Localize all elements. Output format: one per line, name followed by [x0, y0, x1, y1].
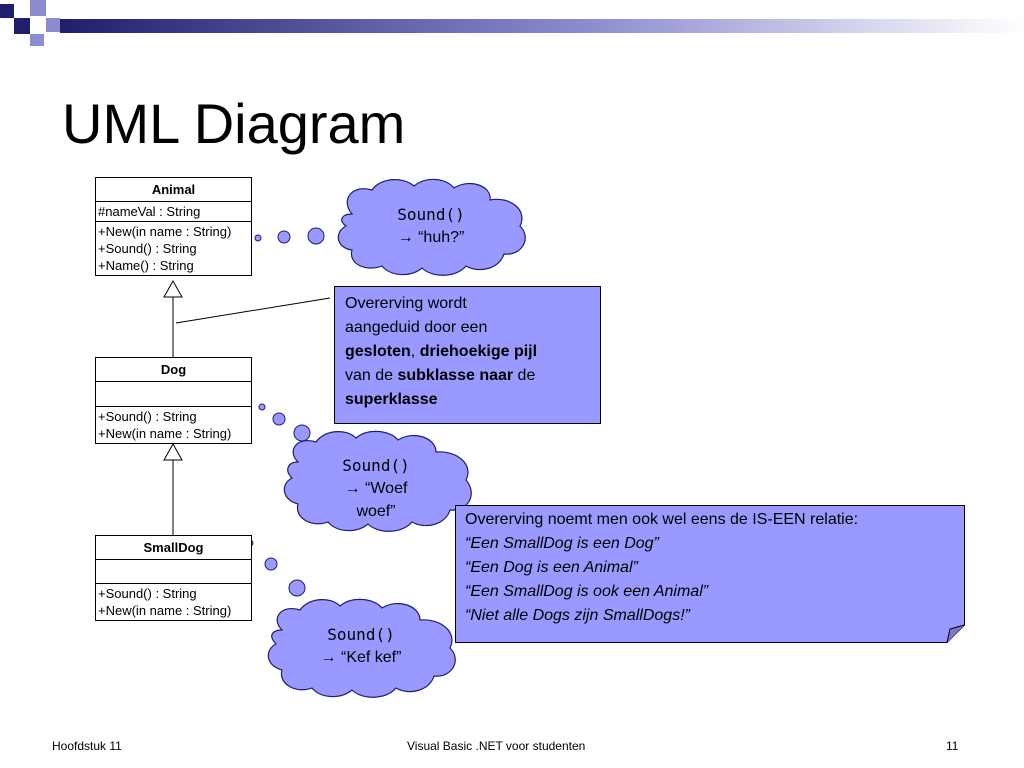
smalldog-sound-cloud: [267, 598, 456, 698]
dog-method: +New(in name : String): [98, 426, 232, 441]
isa-line-4: “Een SmallDog is ook een Animal”: [465, 583, 709, 600]
header-decoration: [0, 0, 1024, 46]
inheritance-note: Overerving wordt aangeduid door een gesl…: [334, 286, 601, 424]
animal-method: +Name() : String: [98, 258, 194, 273]
isa-line-1: Overerving noemt men ook wel eens de IS-…: [465, 511, 859, 528]
smalldog-thought-bubbles: [246, 539, 306, 597]
dog-cloud-method: Sound(): [342, 456, 410, 475]
animal-sound-cloud: [337, 178, 526, 276]
note-de: de: [513, 367, 536, 384]
dog-class-name: Dog: [96, 358, 251, 382]
is-a-note: Overerving noemt men ook wel eens de IS-…: [455, 505, 965, 643]
smalldog-method: +New(in name : String): [98, 603, 232, 618]
dog-cloud-result-line1: → “Woef: [344, 480, 408, 497]
dog-method: +Sound() : String: [98, 409, 197, 424]
note-line-2: aangeduid door een: [345, 319, 488, 336]
footer-course: Visual Basic .NET voor studenten: [407, 739, 586, 753]
smalldog-attributes: [96, 560, 251, 584]
note-bold-gesloten: gesloten: [345, 343, 411, 360]
animal-class-name: Animal: [96, 178, 251, 202]
dog-sound-cloud: [283, 430, 472, 532]
isa-line-3: “Een Dog is een Animal”: [465, 559, 638, 576]
animal-thought-bubbles: [254, 227, 325, 245]
note-line-4: van de subklasse naar de: [345, 364, 590, 388]
is-a-note-shape: [455, 505, 965, 643]
animal-method: +New(in name : String): [98, 224, 232, 239]
animal-attributes: #nameVal : String: [96, 202, 251, 222]
note-van-de: van de: [345, 367, 398, 384]
animal-cloud-method: Sound(): [397, 205, 465, 224]
note-line-5: superklasse: [345, 388, 590, 412]
smalldog-cloud-result: → “Kef kef”: [320, 649, 402, 666]
animal-attribute: #nameVal : String: [98, 204, 201, 219]
smalldog-method: +Sound() : String: [98, 586, 197, 601]
footer-page-number: 11: [946, 739, 959, 753]
footer-chapter: Hoofdstuk 11: [52, 739, 122, 753]
smalldog-cloud-method: Sound(): [327, 625, 395, 644]
note-bold-subklasse: subklasse naar: [397, 367, 514, 384]
smalldog-to-dog-triangle: [163, 442, 183, 461]
note-pointer-line: [175, 297, 331, 324]
note-bold-pijl: driehoekige pijl: [419, 343, 538, 360]
animal-methods: +New(in name : String) +Sound() : String…: [96, 222, 251, 275]
dog-thought-bubbles: [258, 403, 311, 442]
smalldog-class-name: SmallDog: [96, 536, 251, 560]
dog-class-box: Dog +Sound() : String +New(in name : Str…: [95, 357, 252, 444]
dog-to-animal-triangle: [163, 279, 183, 298]
slide-title: UML Diagram: [62, 92, 406, 155]
dog-methods: +Sound() : String +New(in name : String): [96, 407, 251, 443]
note-line-3: gesloten, driehoekige pijl: [345, 340, 590, 364]
animal-cloud-text: Sound() → “huh?”: [366, 203, 496, 249]
smalldog-methods: +Sound() : String +New(in name : String): [96, 584, 251, 620]
dog-cloud-result-line2: woef”: [356, 503, 396, 520]
smalldog-class-box: SmallDog +Sound() : String +New(in name …: [95, 535, 252, 621]
animal-cloud-result: → “huh?”: [397, 229, 465, 246]
smalldog-cloud-text: Sound() → “Kef kef”: [296, 623, 426, 669]
note-bold-superklasse: superklasse: [345, 391, 438, 408]
animal-method: +Sound() : String: [98, 241, 197, 256]
note-comma: ,: [410, 343, 420, 360]
animal-class-box: Animal #nameVal : String +New(in name : …: [95, 177, 252, 276]
dog-attributes: [96, 382, 251, 407]
isa-line-2: “Een SmallDog is een Dog”: [465, 535, 659, 552]
isa-line-5: “Niet alle Dogs zijn SmallDogs!”: [465, 607, 690, 624]
dog-cloud-text: Sound() → “Woef woef”: [316, 454, 436, 523]
note-line-1: Overerving wordt: [345, 295, 467, 312]
